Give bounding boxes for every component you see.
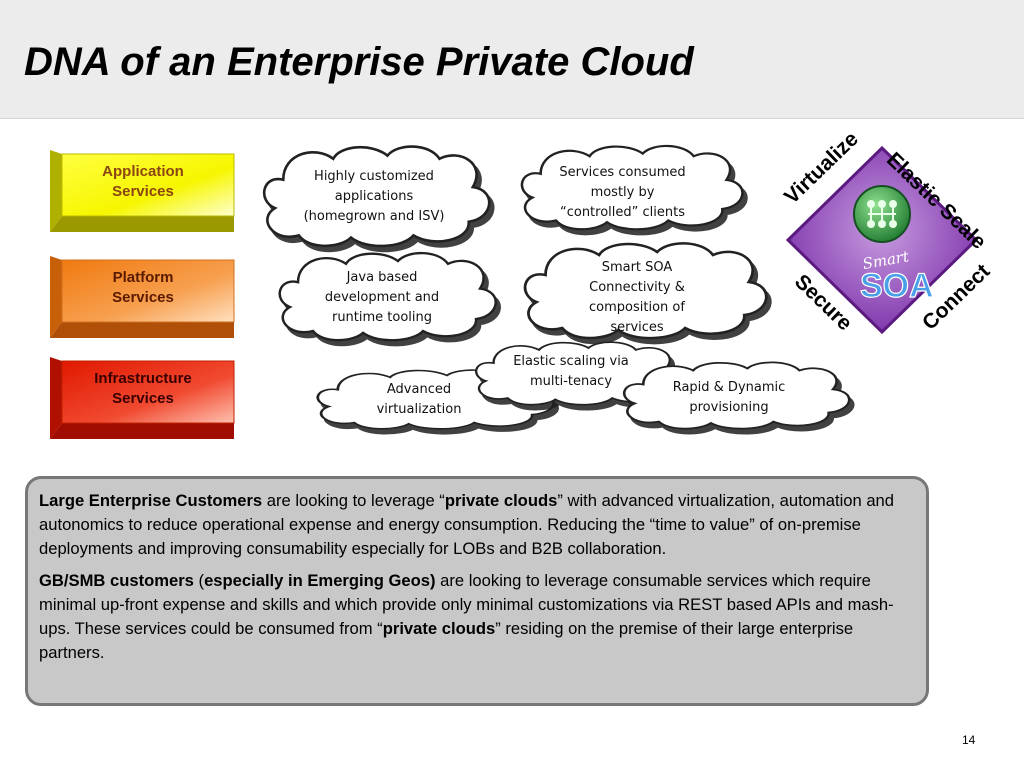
application-label-line1: Application: [102, 163, 184, 180]
paragraph-large-enterprise: Large Enterprise Customers are looking t…: [39, 489, 916, 561]
platform-block-shape: [50, 256, 235, 338]
cloud-java-tooling: Java based development and runtime tooli…: [268, 250, 508, 342]
summary-textbox: Large Enterprise Customers are looking t…: [25, 476, 929, 706]
platform-label-line1: Platform: [112, 269, 174, 286]
cloud-elastic-scaling-text: Elastic scaling via multi-tenacy: [513, 354, 629, 389]
p2-text2: are looking to leverage consumable servi…: [39, 571, 894, 638]
cloud-java-tooling-text: Java based development and runtime tooli…: [324, 270, 440, 325]
p2-text3: ” residing on the premise of their large…: [39, 619, 854, 662]
p1-text2: ” with advanced virtualization, automati…: [39, 491, 895, 558]
p2-bold2: especially in Emerging Geos): [204, 571, 436, 590]
cloud-advanced-virtualization: Advanced virtualization: [305, 368, 567, 430]
infrastructure-services-block: Infrastructure Services: [50, 357, 236, 443]
cloud-customized-applications: Highly customized applications (homegrow…: [252, 143, 502, 248]
p2-bold1: GB/SMB customers: [39, 571, 194, 590]
smart-soa-diamond: Smart SOA Virtualize Elastic Scale Secur…: [770, 127, 1020, 340]
cloud-services-consumed-text: Services consumed mostly by “controlled”…: [559, 165, 686, 220]
infrastructure-services-label: Infrastructure Services: [56, 369, 230, 409]
infrastructure-label-line1: Infrastructure: [94, 370, 192, 387]
cloud-elastic-scaling: Elastic scaling via multi-tenacy: [465, 340, 693, 406]
infrastructure-label-line2: Services: [112, 390, 174, 407]
application-label-line2: Services: [112, 183, 174, 200]
svg-text:SOA: SOA: [860, 267, 934, 305]
paragraph-gb-smb: GB/SMB customers (especially in Emerging…: [39, 569, 916, 665]
platform-label-line2: Services: [112, 289, 174, 306]
page-number: 14: [962, 733, 976, 747]
platform-services-label: Platform Services: [56, 268, 230, 308]
title-bar: DNA of an Enterprise Private Cloud: [0, 0, 1024, 119]
infrastructure-block-shape: [50, 357, 235, 439]
diamond-shape: Smart SOA: [785, 145, 979, 335]
slide-title: DNA of an Enterprise Private Cloud: [24, 40, 694, 84]
cloud-advanced-virtualization-text: Advanced virtualization: [376, 382, 462, 417]
p2-bold3: private clouds: [382, 619, 496, 638]
cloud-services-consumed: Services consumed mostly by “controlled”…: [510, 143, 755, 231]
cloud-smart-soa-text: Smart SOA Connectivity & composition of …: [589, 260, 685, 335]
cloud-smart-soa: Smart SOA Connectivity & composition of …: [512, 240, 780, 340]
p1-text1: are looking to leverage “: [262, 491, 445, 510]
application-services-block: Application Services: [50, 150, 236, 236]
cloud-rapid-provisioning: Rapid & Dynamic provisioning: [612, 360, 862, 430]
platform-services-block: Platform Services: [50, 256, 236, 342]
p1-bold1: Large Enterprise Customers: [39, 491, 263, 510]
p1-bold2: private clouds: [444, 491, 558, 510]
cloud-rapid-provisioning-text: Rapid & Dynamic provisioning: [672, 380, 786, 415]
p2-text1: (: [193, 571, 205, 590]
cloud-customized-applications-text: Highly customized applications (homegrow…: [303, 169, 445, 224]
application-services-label: Application Services: [56, 162, 230, 202]
application-block-shape: [50, 150, 235, 232]
